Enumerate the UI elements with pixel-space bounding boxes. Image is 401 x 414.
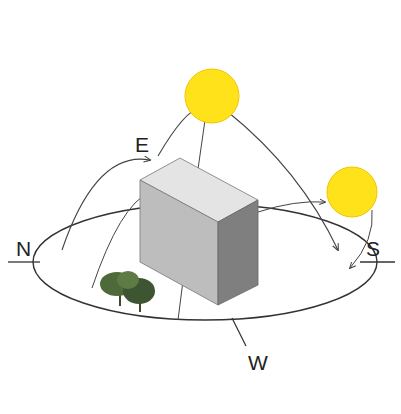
building-wall (218, 200, 258, 305)
west-leader (232, 318, 246, 346)
sun-path (62, 159, 150, 250)
compass-label: W (248, 352, 268, 373)
sun-path (258, 202, 325, 212)
sun (327, 167, 377, 217)
compass-label: S (366, 238, 380, 259)
tree (100, 271, 155, 312)
sun (185, 69, 239, 123)
north-tick (8, 261, 40, 262)
south-tick (360, 261, 395, 262)
compass-label: E (135, 134, 149, 155)
compass-label: N (16, 238, 31, 259)
